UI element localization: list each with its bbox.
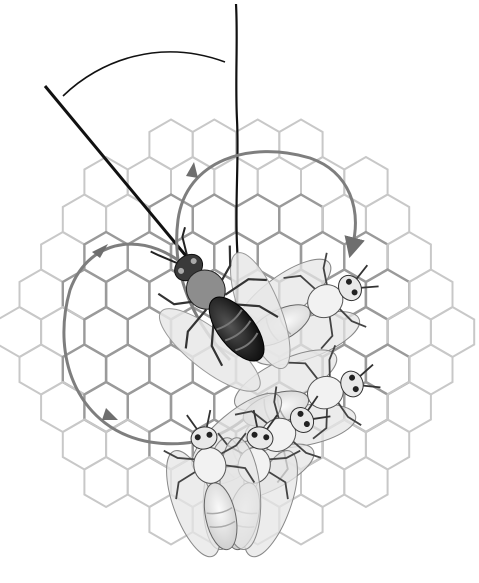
comb-cell: [0, 307, 41, 357]
comb-cell: [344, 457, 387, 507]
comb-cell: [193, 120, 236, 170]
comb-cell: [84, 157, 127, 207]
comb-cell: [236, 120, 279, 170]
comb-cell: [431, 307, 474, 357]
comb-cell: [20, 345, 63, 395]
comb-cell: [409, 270, 452, 320]
arrowhead-icon: [186, 162, 198, 178]
angle-arc: [63, 52, 225, 96]
comb-cell: [84, 457, 127, 507]
comb-cell: [409, 345, 452, 395]
comb-cell: [149, 120, 192, 170]
arrowhead-icon: [102, 408, 118, 420]
comb-cell: [20, 270, 63, 320]
